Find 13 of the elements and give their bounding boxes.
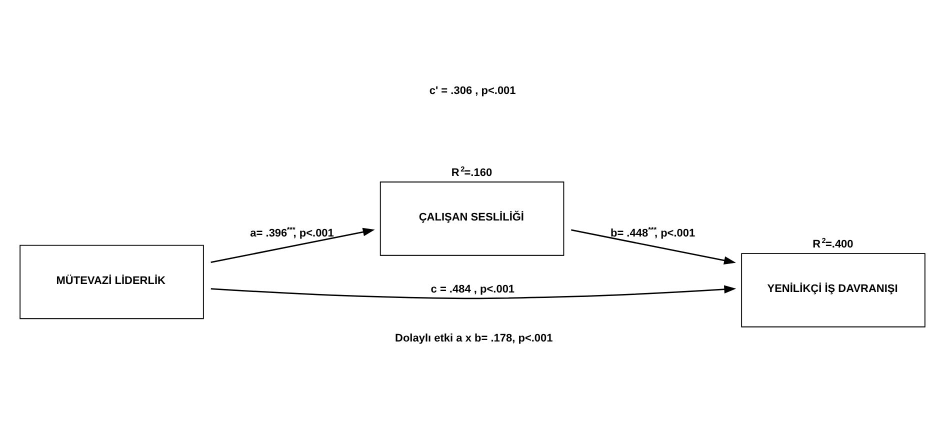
arrow [210, 284, 736, 299]
node-box: YENİLİKÇİ İŞ DAVRANIŞI [741, 252, 926, 327]
edge-label: c = .484 , p<.001 [430, 283, 515, 296]
node-label: R$^{2}$=.400 [812, 236, 854, 250]
edge-label: a= .396$^{***}$, p<.001 [250, 224, 334, 240]
caption: Dolaylı etki a x b= .178, p<.001 [395, 332, 553, 344]
node-box: ÇALIŞAN SESLİLİĞİ [380, 181, 564, 256]
node-label: R$^{2}$=.160 [451, 164, 492, 179]
node-box: MÜTEVAZİ LİDERLİK [20, 244, 204, 319]
arrow [571, 228, 736, 264]
label: c' = .306 , p<.001 [429, 84, 516, 97]
edge-label: b= .448$^{***}$, p<.001 [610, 224, 696, 240]
arrow [210, 227, 375, 263]
